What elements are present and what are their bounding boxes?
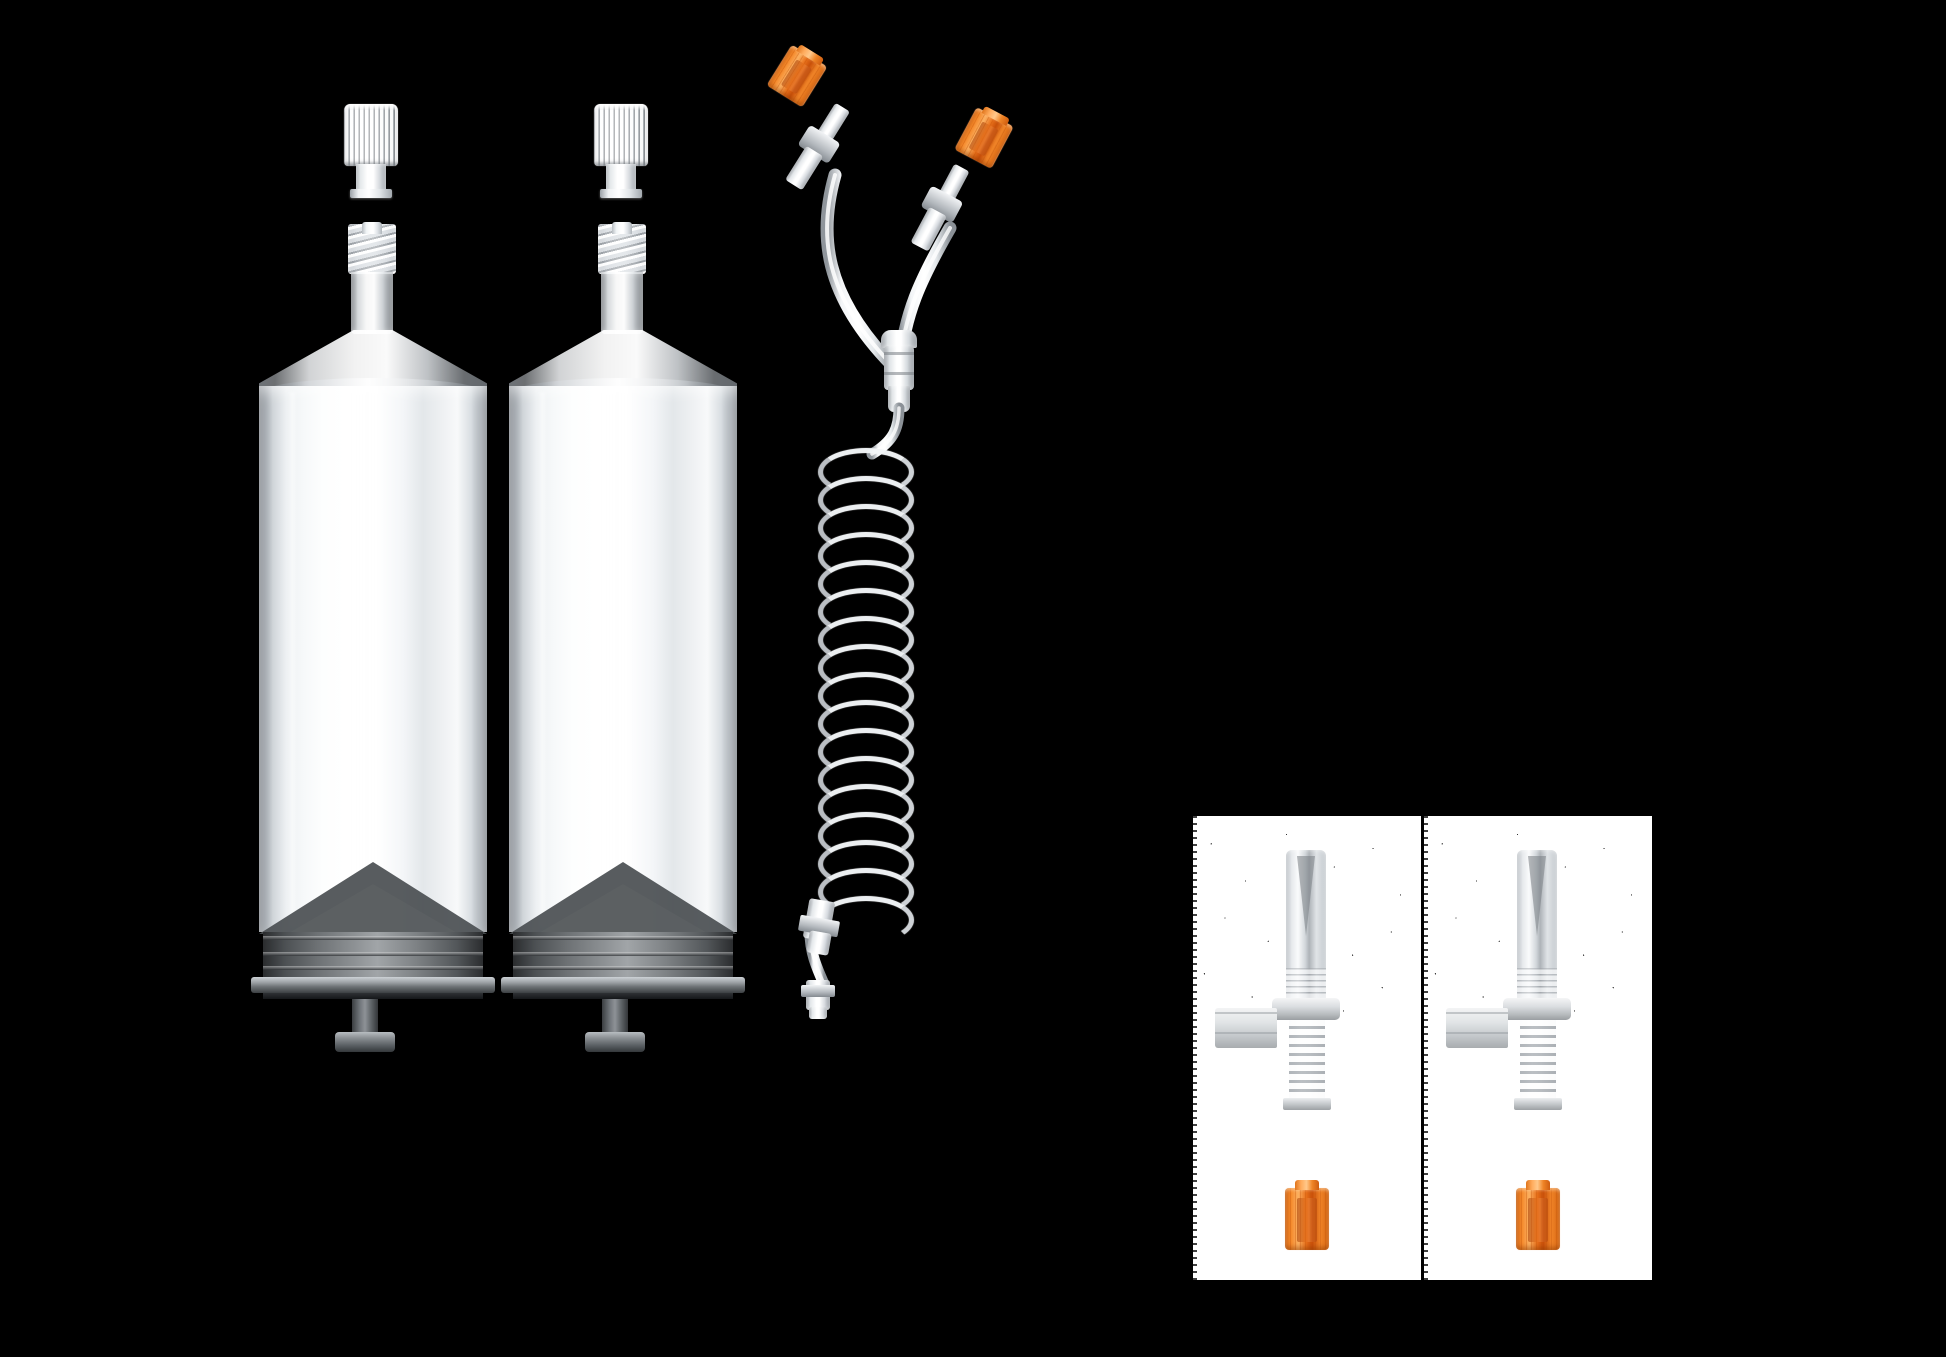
syringe-flange-underside-right — [513, 993, 733, 999]
accessory-panel-right — [1424, 816, 1652, 1280]
plunger-rod-right — [602, 999, 628, 1036]
accessory-panel-left — [1193, 816, 1421, 1280]
plunger-knob-left — [335, 1032, 395, 1052]
tube-coil — [818, 448, 928, 958]
syringe-flange-right — [501, 977, 745, 993]
panel-edge-dots-left — [1193, 816, 1197, 1280]
plunger-knob-right — [585, 1032, 645, 1052]
panel-edge-dots-right — [1424, 816, 1428, 1280]
syringe-flange-left — [251, 977, 495, 993]
orange-cap-upper-left — [766, 43, 828, 108]
plunger-rod-left — [352, 999, 378, 1036]
syringe-flange-underside-left — [263, 993, 483, 999]
